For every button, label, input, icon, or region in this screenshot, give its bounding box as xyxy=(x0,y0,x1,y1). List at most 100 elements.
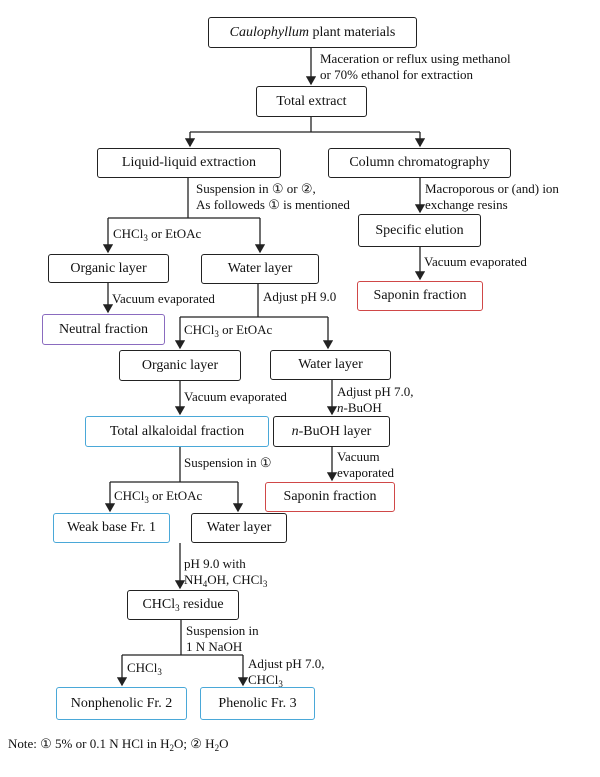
evaporated-line: evaporated xyxy=(337,465,395,480)
note-end: O xyxy=(219,736,229,751)
maceration-line-2: or 70% ethanol for extraction xyxy=(320,67,474,82)
chcl3-residue-b: residue xyxy=(179,597,224,612)
sub-3-3: 3 xyxy=(144,495,149,505)
plant-materials-label: Caulophyllum plant materials xyxy=(230,25,396,41)
chcl3-residue-a: CHCl xyxy=(142,597,176,612)
organic-layer-1-label: Organic layer xyxy=(70,260,147,276)
sub-3-5: 3 xyxy=(157,667,162,677)
sub-3-4: 3 xyxy=(262,579,268,589)
note-sub-2b: 2 xyxy=(214,743,220,753)
suspension-in-line: Suspension in xyxy=(186,623,259,638)
water-layer-2-label: Water layer xyxy=(298,357,363,372)
chcl3-residue-label: CHCl3 residue xyxy=(142,597,223,613)
total-alkaloidal-fraction-box: Total alkaloidal fraction xyxy=(85,416,269,447)
saponin-fraction-2-box: Saponin fraction xyxy=(265,482,395,512)
total-alkaloidal-fraction-label: Total alkaloidal fraction xyxy=(109,423,245,439)
ph9-nh4oh-label: pH 9.0 with NH4OH, CHCl3 xyxy=(184,556,268,589)
chcl3-etoac-label-2: CHCl3 or EtOAc xyxy=(184,322,273,339)
liquid-liquid-extraction-box: Liquid-liquid extraction xyxy=(97,148,281,178)
neutral-fraction-box: Neutral fraction xyxy=(42,314,165,345)
adjust-ph7-line: Adjust pH 7.0, xyxy=(337,384,414,399)
vacuum-evaporated-label-3: Vacuum evaporated xyxy=(184,389,287,405)
chcl3-etoac-label-3: CHCl3 or EtOAc xyxy=(114,488,203,505)
total-extract-box: Total extract xyxy=(256,86,367,117)
adjust-ph9-label: Adjust pH 9.0 xyxy=(263,289,336,305)
suspension-line-1: Suspension in ① or ②, xyxy=(196,181,316,196)
note-mid: O; ② H xyxy=(174,736,215,751)
suspension-line-2: As followeds ① is mentioned xyxy=(196,197,350,212)
sub-4: 4 xyxy=(202,579,208,589)
column-chromatography-label: Column chromatography xyxy=(349,155,490,170)
vacuum-evaporated-label-2: Vacuum evaporated xyxy=(112,291,215,307)
phenolic-fraction-label: Phenolic Fr. 3 xyxy=(218,695,297,711)
naoh-line: 1 N NaOH xyxy=(186,639,243,654)
or-etoac-text-3: or EtOAc xyxy=(148,488,203,503)
vacuum-evaporated-label-4: Vacuum evaporated xyxy=(337,449,394,481)
adjust-ph9-text: Adjust pH 9.0 xyxy=(263,289,337,304)
weak-base-fraction-label: Weak base Fr. 1 xyxy=(66,520,157,535)
suspension-naoh-label: Suspension in 1 N NaOH xyxy=(186,623,259,655)
nbuoh-line: n-BuOH xyxy=(337,400,414,416)
nbuoh-italic-n: n xyxy=(291,423,299,439)
saponin-fraction-2-label: Saponin fraction xyxy=(283,489,377,504)
chcl3-right-line: CHCl3 xyxy=(248,672,325,689)
phenolic-fraction-box: Phenolic Fr. 3 xyxy=(200,687,315,720)
chcl-text-2: CHCl xyxy=(184,322,215,337)
note-sub-2a: 2 xyxy=(169,743,175,753)
ph9-with-line: pH 9.0 with xyxy=(184,556,246,571)
chcl3-etoac-label-1: CHCl3 or EtOAc xyxy=(113,226,202,243)
weak-base-fraction-box: Weak base Fr. 1 xyxy=(53,513,170,543)
or-etoac-text-2: or EtOAc xyxy=(218,322,273,337)
vacuum-evaporated-text-2: Vacuum evaporated xyxy=(112,291,215,306)
caulophyllum-text: Caulophyllum xyxy=(229,24,310,40)
suspension-in-1-label: Suspension in ① xyxy=(184,455,272,471)
vacuum-evaporated-label-1: Vacuum evaporated xyxy=(424,254,527,270)
footnote: Note: ① 5% or 0.1 N HCl in H2O; ② H2O xyxy=(8,736,229,753)
chcl-right-text: CHCl xyxy=(248,672,279,687)
vacuum-line: Vacuum xyxy=(337,449,380,464)
column-chromatography-box: Column chromatography xyxy=(328,148,511,178)
macroporous-line-1: Macroporous or (and) ion xyxy=(425,181,559,196)
vacuum-evaporated-text-3: Vacuum evaporated xyxy=(184,389,287,404)
macroporous-label: Macroporous or (and) ion exchange resins xyxy=(425,181,559,213)
chcl-text: CHCl xyxy=(113,226,144,241)
lle-label: Liquid-liquid extraction xyxy=(121,155,257,170)
chcl3-label-left: CHCl3 xyxy=(127,660,162,677)
adjust-ph7-chcl3-label: Adjust pH 7.0, CHCl3 xyxy=(248,656,325,689)
note-prefix: Note: ① 5% or 0.1 N HCl in H xyxy=(8,736,170,751)
nonphenolic-fraction-box: Nonphenolic Fr. 2 xyxy=(56,687,187,720)
plant-materials-tail: plant materials xyxy=(309,24,396,40)
organic-layer-2-box: Organic layer xyxy=(119,350,241,381)
total-extract-label: Total extract xyxy=(276,93,347,109)
nbuoh-tail: -BuOH xyxy=(343,400,382,415)
specific-elution-box: Specific elution xyxy=(358,214,481,247)
organic-layer-2-label: Organic layer xyxy=(141,357,219,373)
water-layer-1-label: Water layer xyxy=(227,261,293,276)
organic-layer-1-box: Organic layer xyxy=(48,254,169,283)
suspension-label: Suspension in ① or ②, As followeds ① is … xyxy=(196,181,350,213)
water-layer-3-box: Water layer xyxy=(191,513,287,543)
sub-3-2: 3 xyxy=(214,329,219,339)
water-layer-1-box: Water layer xyxy=(201,254,319,284)
chcl-left-text: CHCl xyxy=(127,660,158,675)
suspension-in-1-text: Suspension in ① xyxy=(184,455,272,470)
neutral-fraction-label: Neutral fraction xyxy=(58,321,148,337)
water-layer-2-box: Water layer xyxy=(270,350,391,380)
chcl3-residue-sub: 3 xyxy=(175,603,180,613)
adjust-ph7b-line: Adjust pH 7.0, xyxy=(248,656,325,671)
chcl-text-3: CHCl xyxy=(114,488,145,503)
sub-3: 3 xyxy=(143,233,148,243)
nonphenolic-fraction-label: Nonphenolic Fr. 2 xyxy=(70,695,173,711)
saponin-fraction-1-label: Saponin fraction xyxy=(373,288,467,303)
sub-3-6: 3 xyxy=(278,679,283,689)
nbuoh-layer-box: n-BuOH layer xyxy=(273,416,390,447)
nbuoh-layer-label: n-BuOH layer xyxy=(292,424,372,440)
or-etoac-text: or EtOAc xyxy=(147,226,202,241)
water-layer-3-label: Water layer xyxy=(206,520,272,535)
nbuoh-n: n xyxy=(337,400,344,415)
chcl3-residue-box: CHCl3 residue xyxy=(127,590,239,620)
macroporous-line-2: exchange resins xyxy=(425,197,508,212)
plant-materials-box: Caulophyllum plant materials xyxy=(208,17,417,48)
maceration-line-1: Maceration or reflux using methanol xyxy=(320,51,511,66)
